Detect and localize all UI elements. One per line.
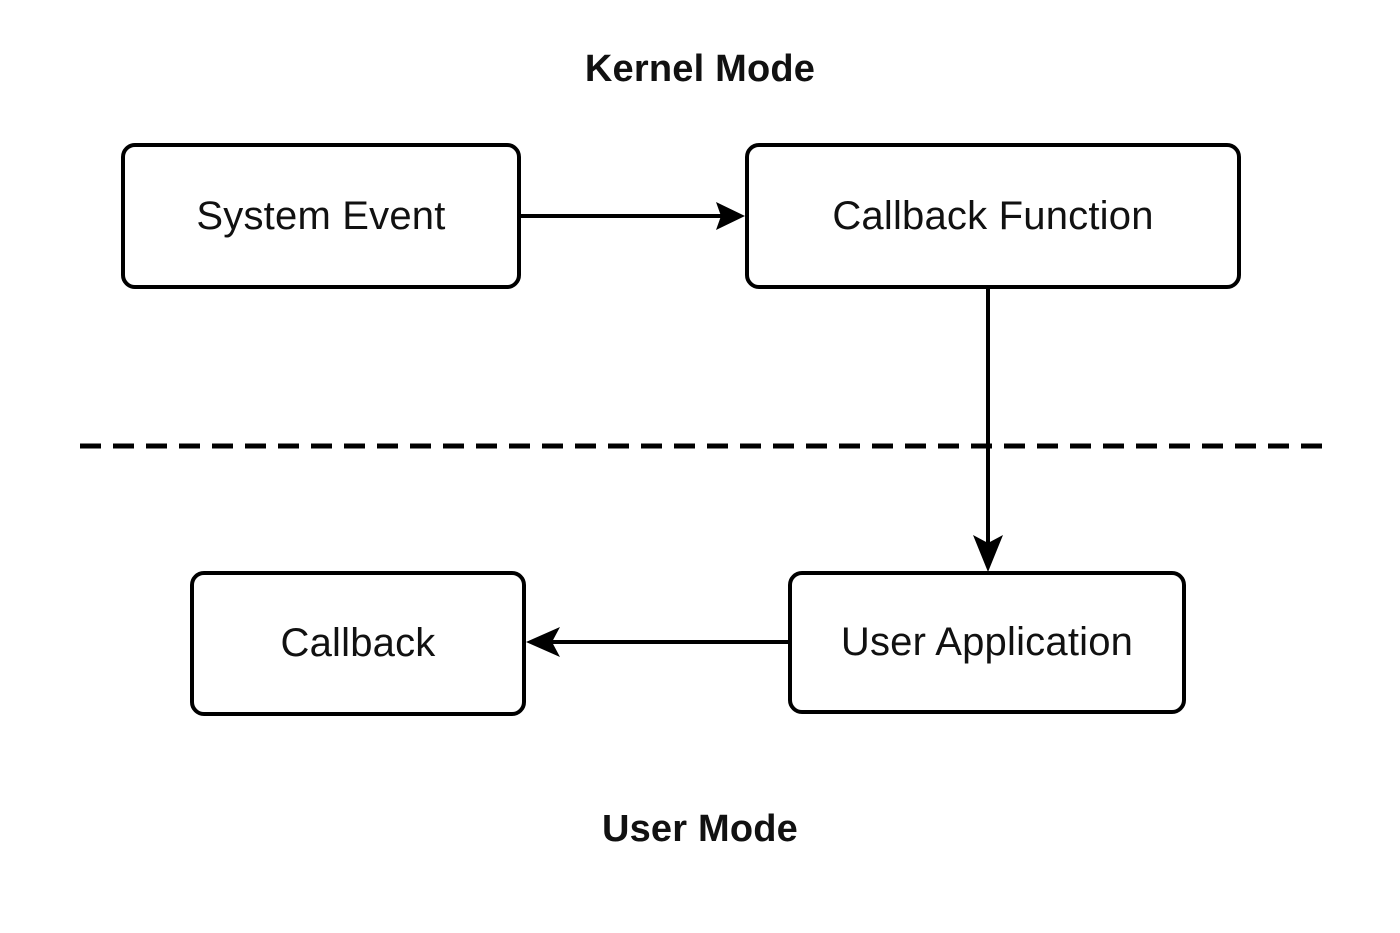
user-mode-label: User Mode xyxy=(601,808,799,850)
node-system-event[interactable]: System Event xyxy=(121,143,521,289)
node-callback-function-label: Callback Function xyxy=(832,193,1154,238)
kernel-mode-label: Kernel Mode xyxy=(584,48,816,90)
edge-callback-function-to-user-application xyxy=(973,289,1003,572)
node-user-application-label: User Application xyxy=(840,620,1134,664)
node-system-event-label: System Event xyxy=(196,193,446,238)
node-user-application[interactable]: User Application xyxy=(788,571,1186,714)
edge-system-event-to-callback-function xyxy=(521,202,745,230)
edge-user-application-to-callback xyxy=(526,627,788,657)
node-callback-function[interactable]: Callback Function xyxy=(745,143,1241,289)
node-callback[interactable]: Callback xyxy=(190,571,526,716)
node-callback-label: Callback xyxy=(280,621,436,665)
